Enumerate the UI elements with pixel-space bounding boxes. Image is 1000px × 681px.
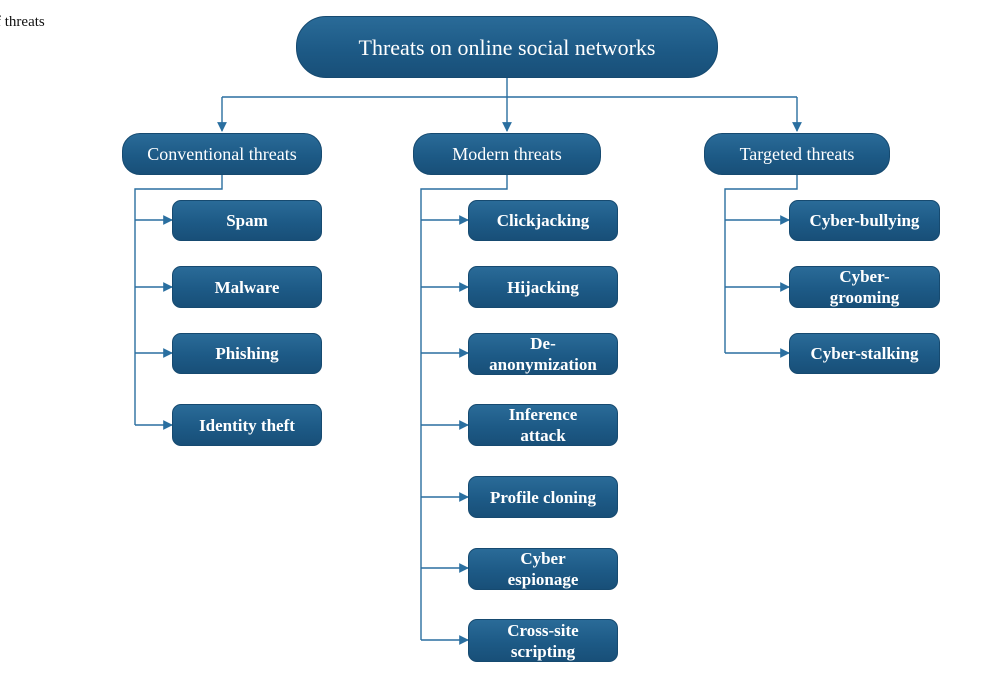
leaf-inference-attack: Inference attack xyxy=(468,404,618,446)
connector-conventional-trunk xyxy=(134,175,223,425)
leaf-phishing: Phishing xyxy=(172,333,322,374)
leaf-cyber-stalking: Cyber-stalking xyxy=(789,333,940,374)
connector-modern-trunk xyxy=(420,175,508,640)
leaf-clickjacking: Clickjacking xyxy=(468,200,618,241)
category-targeted-threats: Targeted threats xyxy=(704,133,890,175)
root-node: Threats on online social networks xyxy=(296,16,718,78)
leaf-deanonymization: De- anonymization xyxy=(468,333,618,375)
caption-fragment: f threats xyxy=(0,14,45,30)
leaf-profile-cloning: Profile cloning xyxy=(468,476,618,518)
leaf-spam: Spam xyxy=(172,200,322,241)
leaf-identity-theft: Identity theft xyxy=(172,404,322,446)
leaf-cyber-grooming: Cyber- grooming xyxy=(789,266,940,308)
leaf-cyber-bullying: Cyber-bullying xyxy=(789,200,940,241)
category-modern-threats: Modern threats xyxy=(413,133,601,175)
leaf-cross-site-scripting: Cross-site scripting xyxy=(468,619,618,662)
category-conventional-threats: Conventional threats xyxy=(122,133,322,175)
connector-targeted-trunk xyxy=(724,175,798,353)
leaf-hijacking: Hijacking xyxy=(468,266,618,308)
leaf-cyber-espionage: Cyber espionage xyxy=(468,548,618,590)
leaf-malware: Malware xyxy=(172,266,322,308)
